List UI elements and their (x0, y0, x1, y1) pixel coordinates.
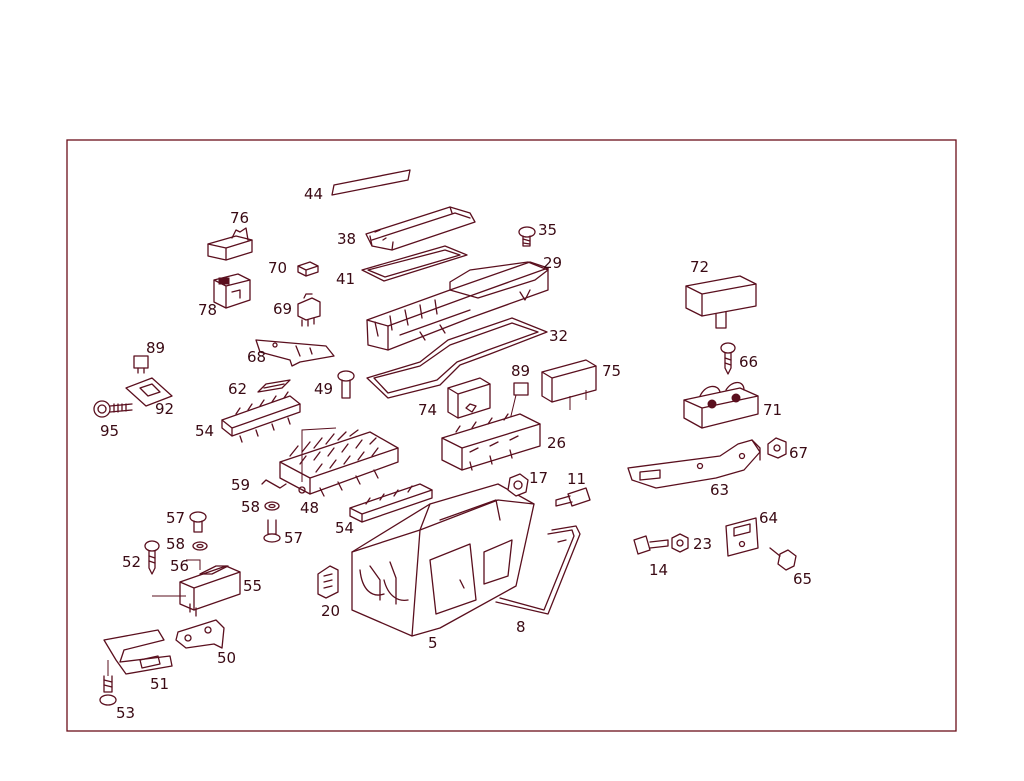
callout-17: 17 (529, 469, 548, 487)
callout-69: 69 (273, 300, 292, 318)
part-72-cap (685, 275, 757, 329)
part-14-bolt (633, 535, 669, 555)
callout-54-upper: 54 (195, 422, 214, 440)
callout-63: 63 (710, 481, 729, 499)
part-92-bracket (125, 377, 173, 407)
callout-75: 75 (602, 362, 621, 380)
callout-76: 76 (230, 209, 249, 227)
callout-74: 74 (418, 401, 437, 419)
callout-71: 71 (763, 401, 782, 419)
callout-59: 59 (231, 476, 250, 494)
part-53-screw (99, 660, 117, 706)
callout-66: 66 (739, 353, 758, 371)
part-51-bracket (103, 629, 173, 675)
callout-57-right: 57 (284, 529, 303, 547)
part-76-bracket (207, 227, 253, 261)
part-67-nut (767, 437, 787, 459)
part-17-nut (507, 473, 529, 497)
callout-11: 11 (567, 470, 586, 488)
callout-50: 50 (217, 649, 236, 667)
part-89-relay-right (509, 382, 529, 421)
callout-68: 68 (247, 348, 266, 366)
callout-56: 56 (170, 557, 189, 575)
part-54-terminal-strip-upper (221, 391, 301, 443)
part-44-label-sheet (331, 169, 411, 196)
part-59-clip (261, 479, 287, 489)
callout-48: 48 (300, 499, 319, 517)
part-26-relay-base (441, 413, 541, 471)
part-5-lower-housing (351, 483, 535, 637)
part-58-washer-upper (264, 501, 280, 511)
part-63-bracket (627, 439, 761, 489)
part-55-module (152, 559, 241, 617)
part-75-relay (541, 359, 597, 410)
callout-52: 52 (122, 553, 141, 571)
callout-53: 53 (116, 704, 135, 722)
part-66-screw (720, 342, 736, 375)
callout-14: 14 (649, 561, 668, 579)
callout-49: 49 (314, 380, 333, 398)
part-20-clip (317, 565, 339, 599)
part-11-bolt (555, 487, 591, 507)
part-62-fuse (257, 379, 291, 393)
part-95-bolt (93, 400, 133, 418)
part-41-seal (361, 245, 468, 282)
part-38-cover (365, 206, 476, 251)
callout-78: 78 (198, 301, 217, 319)
part-57-screw-right (263, 519, 281, 543)
part-35-screw (518, 226, 536, 247)
part-68-plate (255, 339, 335, 367)
part-54-terminal-strip-lower (349, 483, 433, 523)
callout-41: 41 (336, 270, 355, 288)
part-71-fuse-holder (683, 381, 759, 429)
part-74-relay (447, 377, 491, 419)
part-57-screw-left (189, 511, 207, 533)
callout-95: 95 (100, 422, 119, 440)
callout-54-lower: 54 (335, 519, 354, 537)
callout-62: 62 (228, 380, 247, 398)
part-64-plate (725, 517, 759, 557)
callout-35: 35 (538, 221, 557, 239)
part-32-seal (366, 317, 548, 399)
part-89-relay-left (133, 355, 149, 374)
callout-64: 64 (759, 509, 778, 527)
part-70-small-block (297, 261, 319, 277)
part-78-relay-holder (213, 273, 251, 309)
part-58-washer-lower (192, 541, 208, 551)
callout-29: 29 (543, 254, 562, 272)
callout-58-lower: 58 (166, 535, 185, 553)
callout-65: 65 (793, 570, 812, 588)
part-23-nut (671, 533, 689, 553)
part-49-screw (337, 370, 355, 399)
part-29-upper-housing (366, 261, 549, 351)
diagram-frame (66, 139, 957, 732)
part-52-screw (144, 540, 160, 575)
callout-5: 5 (428, 634, 438, 652)
callout-58-upper: 58 (241, 498, 260, 516)
part-8-strap (495, 525, 581, 615)
callout-26: 26 (547, 434, 566, 452)
callout-70: 70 (268, 259, 287, 277)
callout-38: 38 (337, 230, 356, 248)
callout-44: 44 (304, 185, 323, 203)
callout-72: 72 (690, 258, 709, 276)
callout-20: 20 (321, 602, 340, 620)
callout-51: 51 (150, 675, 169, 693)
callout-labels: 44 76 38 35 70 41 29 72 69 78 32 68 89 6… (100, 185, 812, 722)
callout-92: 92 (155, 400, 174, 418)
callout-57-left: 57 (166, 509, 185, 527)
part-65-bolt (769, 547, 797, 571)
part-69-connector (297, 293, 321, 327)
callout-8: 8 (516, 618, 526, 636)
callout-32: 32 (549, 327, 568, 345)
callout-23: 23 (693, 535, 712, 553)
part-50-bracket (175, 619, 225, 649)
callout-55: 55 (243, 577, 262, 595)
callout-89-right: 89 (511, 362, 530, 380)
callout-89-left: 89 (146, 339, 165, 357)
part-48-fuse-block (279, 427, 399, 497)
callout-67: 67 (789, 444, 808, 462)
